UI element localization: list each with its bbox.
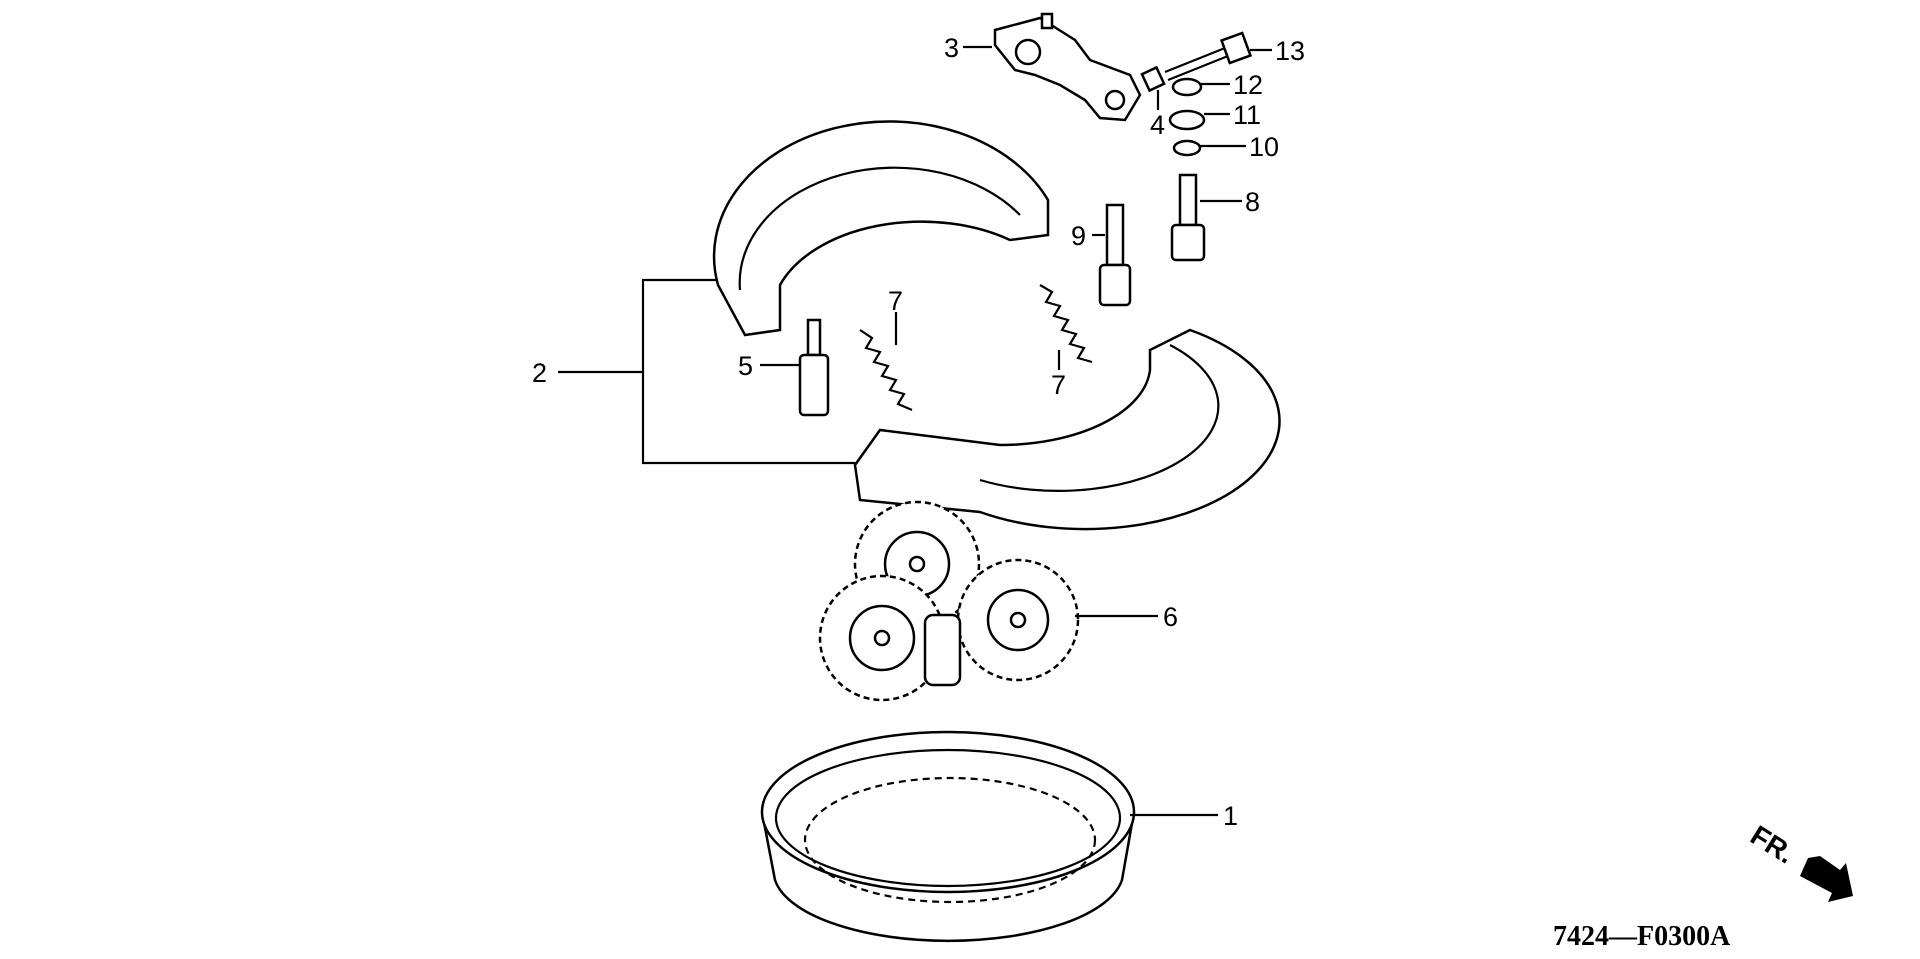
brake-shoe-lower <box>853 328 1281 531</box>
ring-gear-drum <box>760 730 1136 943</box>
bolt-13 <box>1164 31 1253 82</box>
callout-7-left: 7 <box>888 286 903 316</box>
figure-code: 7424—F0300A <box>1553 921 1731 952</box>
callout-4: 4 <box>1150 110 1165 140</box>
callout-7-right: 7 <box>1051 370 1066 400</box>
planet-gears <box>818 500 1080 702</box>
callout-2: 2 <box>532 358 547 388</box>
brake-shoe-upper <box>712 120 1050 337</box>
pin-5 <box>798 318 830 417</box>
nut-4 <box>1140 65 1166 93</box>
pivot-9 <box>1098 203 1132 307</box>
callout-13: 13 <box>1275 36 1305 66</box>
callout-6: 6 <box>1163 602 1178 632</box>
callout-8: 8 <box>1245 187 1260 217</box>
brake-arm <box>993 12 1142 122</box>
callout-12: 12 <box>1233 70 1263 100</box>
washer-11 <box>1168 109 1206 131</box>
washer-12 <box>1171 77 1203 97</box>
spring-7-right <box>1039 284 1093 364</box>
spring-7-left <box>859 329 913 412</box>
leader-lines <box>558 45 1272 817</box>
callout-1: 1 <box>1223 801 1238 831</box>
callout-5: 5 <box>738 351 753 381</box>
front-direction-indicator: FR. <box>1745 819 1853 902</box>
callout-11: 11 <box>1233 100 1261 130</box>
washer-10 <box>1172 139 1202 157</box>
arrow-right-down-icon <box>1800 856 1853 902</box>
callout-3: 3 <box>944 33 959 63</box>
front-label: FR. <box>1745 819 1800 869</box>
pivot-8 <box>1170 173 1206 262</box>
callout-9: 9 <box>1071 221 1086 251</box>
callout-10: 10 <box>1249 132 1279 162</box>
